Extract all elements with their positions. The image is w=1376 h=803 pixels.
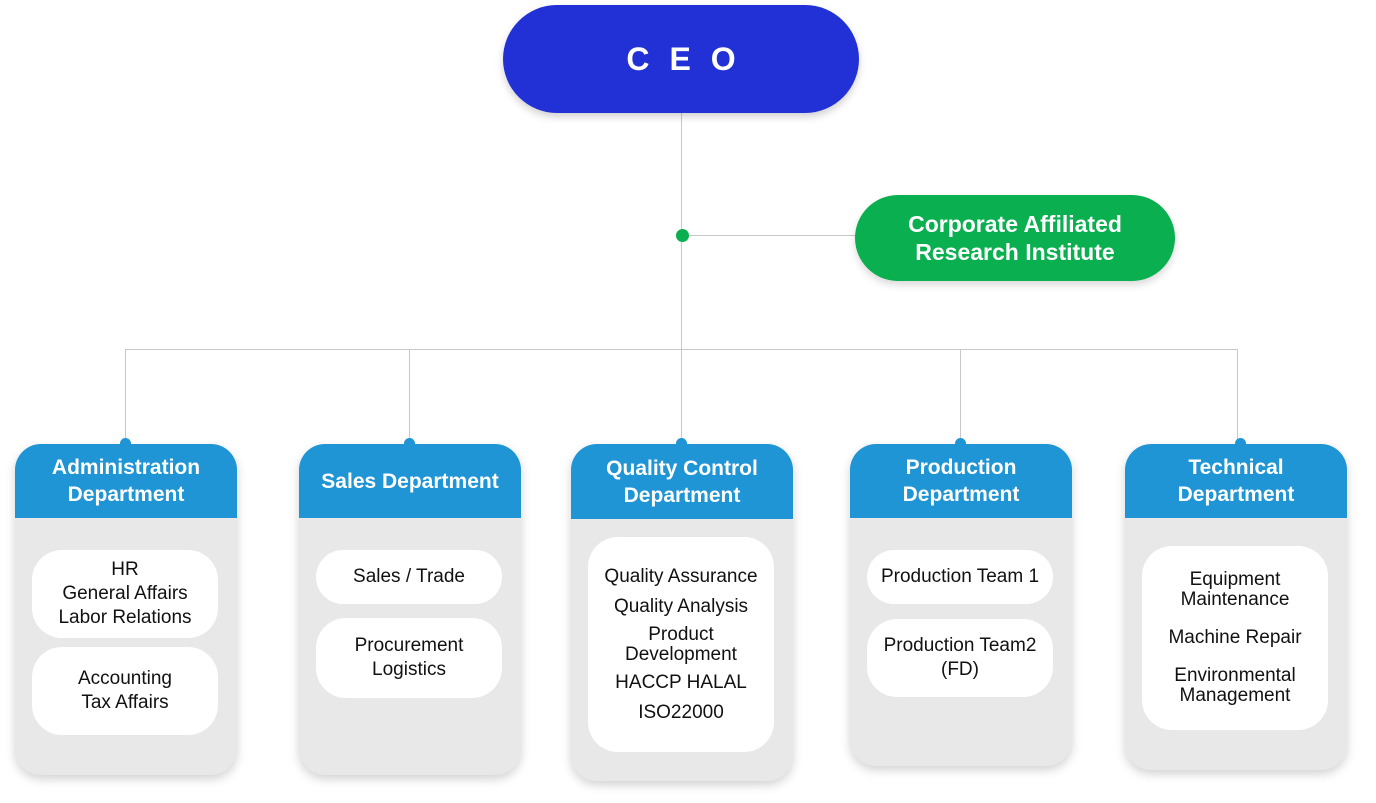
unit-item: Logistics — [372, 659, 446, 680]
unit-card-procurement: Procurement Logistics — [316, 618, 502, 698]
department-header: Quality Control Department — [571, 444, 793, 519]
production-drop-line — [960, 349, 961, 443]
department-header: Production Department — [850, 444, 1072, 518]
department-sales: Sales Department Sales / Trade Procureme… — [299, 444, 521, 775]
unit-item: Procurement — [354, 635, 464, 656]
unit-card-production-team-2: Production Team2 (FD) — [867, 619, 1053, 697]
unit-item: Production Team2 (FD) — [883, 635, 1037, 680]
department-technical: Technical Department Equipment Maintenan… — [1125, 444, 1347, 770]
department-header: Technical Department — [1125, 444, 1347, 518]
department-header: Sales Department — [299, 444, 521, 518]
unit-card-quality: Quality Assurance Quality Analysis Produ… — [588, 537, 774, 752]
unit-card-sales-trade: Sales / Trade — [316, 550, 502, 604]
unit-item: Production Team 1 — [880, 566, 1040, 587]
research-junction-dot — [676, 229, 689, 242]
department-bus-line — [125, 349, 1238, 350]
admin-drop-line — [125, 349, 126, 443]
unit-item: Machine Repair — [1168, 627, 1302, 648]
unit-item: Quality Assurance — [604, 565, 758, 587]
unit-item: ISO22000 — [638, 701, 724, 723]
research-connector-line — [682, 235, 856, 236]
unit-item: Environmental Management — [1174, 665, 1296, 706]
unit-item: HACCP HALAL — [615, 671, 747, 693]
unit-item: Product Development — [625, 623, 737, 665]
unit-card-hr: HR General Affairs Labor Relations — [32, 550, 218, 638]
unit-item: Tax Affairs — [81, 692, 169, 713]
department-administration: Administration Department HR General Aff… — [15, 444, 237, 775]
quality-junction-dot — [676, 438, 687, 449]
production-junction-dot — [955, 438, 966, 449]
research-institute-node: Corporate Affiliated Research Institute — [855, 195, 1175, 281]
ceo-connector-line — [681, 113, 682, 443]
unit-card-technical: Equipment Maintenance Machine Repair Env… — [1142, 546, 1328, 730]
unit-item: Accounting — [77, 668, 172, 689]
unit-card-accounting: Accounting Tax Affairs — [32, 647, 218, 735]
unit-item: Labor Relations — [58, 607, 192, 628]
technical-junction-dot — [1235, 438, 1246, 449]
unit-item: Equipment Maintenance — [1180, 569, 1290, 610]
department-quality-control: Quality Control Department Quality Assur… — [571, 444, 793, 781]
unit-item: Quality Analysis — [613, 595, 749, 617]
unit-item: Sales / Trade — [353, 566, 465, 587]
department-production: Production Department Production Team 1 … — [850, 444, 1072, 766]
unit-card-production-team-1: Production Team 1 — [867, 550, 1053, 604]
ceo-label: CEO — [626, 40, 756, 77]
ceo-node: CEO — [503, 5, 859, 113]
technical-drop-line — [1237, 349, 1238, 443]
department-header: Administration Department — [15, 444, 237, 518]
unit-item: HR — [111, 559, 139, 580]
unit-item: General Affairs — [62, 583, 188, 604]
research-institute-label: Corporate Affiliated Research Institute — [908, 211, 1122, 265]
admin-junction-dot — [120, 438, 131, 449]
sales-junction-dot — [404, 438, 415, 449]
sales-drop-line — [409, 349, 410, 443]
